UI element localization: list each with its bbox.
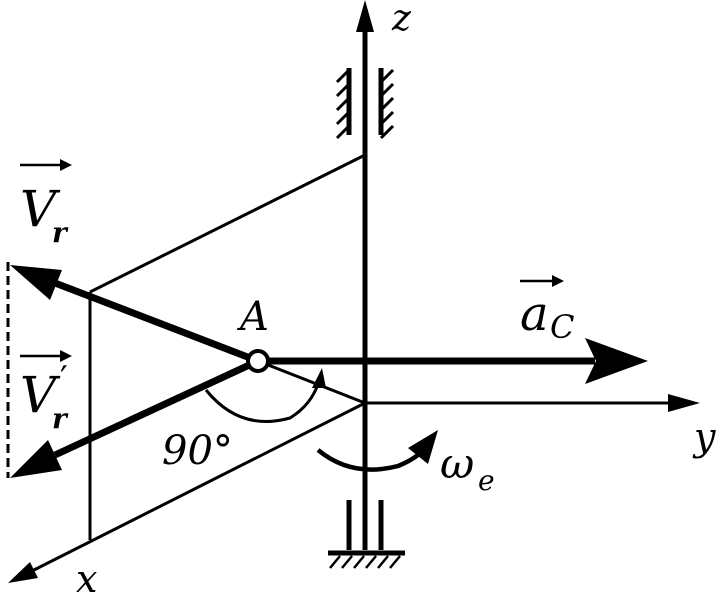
upper-bearing xyxy=(335,68,395,140)
vr-overarrow-head xyxy=(60,159,72,171)
x-axis xyxy=(27,401,366,575)
ac-overarrow-head xyxy=(552,275,564,287)
y-axis-arrowhead xyxy=(668,394,700,412)
ac-letter: a xyxy=(520,286,549,342)
omega-subscript: e xyxy=(478,464,495,497)
x-axis-label: x xyxy=(76,557,97,595)
z-axis-label: z xyxy=(391,0,412,39)
vr-prime-mark: ′ xyxy=(60,359,68,399)
frame-inner-edge xyxy=(257,359,366,405)
point-a-label: A xyxy=(236,294,269,340)
vr-prime-arrowhead xyxy=(10,440,62,478)
angle-label: 90° xyxy=(162,428,233,474)
vr-arrowhead xyxy=(10,265,62,300)
vr-letter: V xyxy=(20,180,61,238)
vr-subscript: r xyxy=(52,216,69,249)
frame-top-edge xyxy=(89,153,366,294)
rod-to-vr-prime xyxy=(53,357,260,459)
y-axis-label: y xyxy=(692,415,716,459)
angle-arc-arrowhead xyxy=(312,368,326,388)
vr-prime-letter: V xyxy=(20,366,61,424)
ac-subscript: C xyxy=(550,308,574,346)
rod-to-vr xyxy=(53,279,260,365)
ac-arrowhead xyxy=(585,338,648,384)
vr-prime-overarrow-head xyxy=(60,350,72,362)
angle-arc xyxy=(204,377,322,423)
z-axis-arrowhead xyxy=(356,0,374,32)
point-a-circle xyxy=(246,349,270,373)
omega-letter: ω xyxy=(440,439,474,488)
omega-arc-arrowhead xyxy=(408,430,438,464)
vr-prime-subscript: r xyxy=(52,402,69,435)
lower-support xyxy=(328,500,405,569)
x-axis-arrowhead xyxy=(8,562,38,583)
